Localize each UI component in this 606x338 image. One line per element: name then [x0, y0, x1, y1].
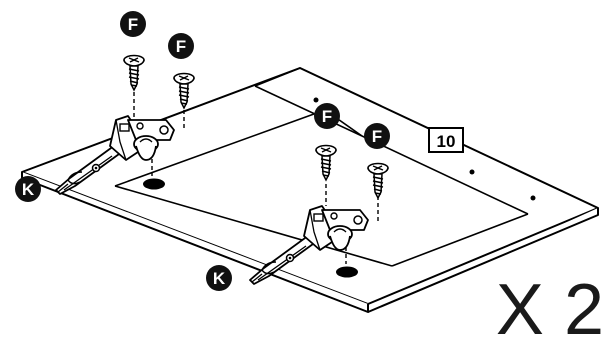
part-number-box: 10	[428, 127, 464, 153]
drill-hole-icon	[336, 266, 358, 278]
label-badge-f: F	[120, 11, 146, 37]
screw-icon	[123, 54, 145, 91]
label-badge-f: F	[314, 103, 340, 129]
label-badge-f: F	[168, 33, 194, 59]
quantity-label: X 2	[496, 270, 604, 338]
pilot-hole-icon	[313, 97, 319, 103]
svg-text:10: 10	[437, 132, 456, 151]
label-badge-k: K	[15, 176, 41, 202]
svg-text:K: K	[22, 180, 35, 199]
pilot-hole-icon	[530, 195, 536, 201]
svg-text:F: F	[176, 37, 186, 56]
drill-hole-icon	[143, 178, 165, 190]
svg-text:F: F	[322, 107, 332, 126]
svg-text:F: F	[128, 15, 138, 34]
svg-text:F: F	[372, 127, 382, 146]
pilot-hole-icon	[469, 169, 475, 175]
screw-icon	[173, 72, 195, 109]
label-badge-k: K	[206, 265, 232, 291]
svg-text:K: K	[213, 269, 226, 288]
label-badge-f: F	[364, 123, 390, 149]
